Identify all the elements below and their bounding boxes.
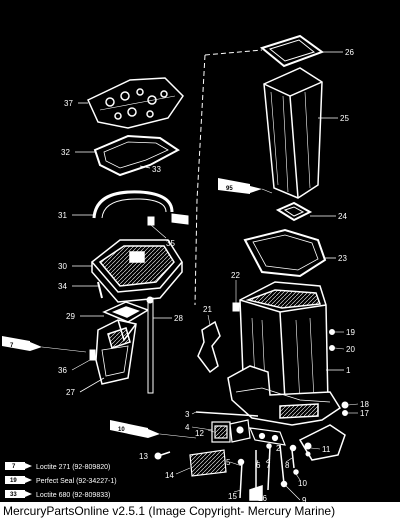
callout-35: 35 [166,239,175,248]
callout-19: 19 [346,328,355,337]
callout-10: 10 [298,479,307,488]
callout-2: 2 [276,444,281,453]
callout-24: 24 [338,212,347,221]
callout-23: 23 [338,254,347,263]
part-exhaust-tube [263,67,323,199]
part-housing-gasket [243,228,327,278]
part-adhesive-tube-7: 7 [2,336,42,351]
part-fitting-22 [232,302,240,312]
part-adhesive-tube-10: 10 [110,420,160,438]
part-rods-lower [237,443,299,501]
callout-27: 27 [66,388,75,397]
callout-14: 14 [165,471,174,480]
legend-code-33: 33 [10,492,17,498]
callout-32: 32 [61,148,70,157]
part-seal-29 [102,301,150,323]
tube-label-10: 10 [118,427,125,433]
callout-31: 31 [58,211,67,220]
adhesive-legend: 7 Loctite 271 (92-809820) 19 Perfect Sea… [5,462,117,499]
part-adapter-gasket [87,77,184,129]
part-driveshaft-housing [227,281,346,461]
part-pickup-tube [146,296,154,394]
legend-text-perfect-seal: Perfect Seal (92-34227-1) [36,478,117,485]
part-plate-14 [189,449,227,477]
part-adhesive-tube-95: 95 [218,178,262,194]
legend-code-7: 7 [12,464,16,470]
part-top-gasket [259,34,325,68]
part-dowel-pin [97,281,103,299]
exploded-parts-diagram: 95 [2,34,369,502]
callout-13: 13 [139,452,148,461]
callout-37: 37 [64,99,73,108]
part-square-gasket [275,201,313,222]
footer-text: MercuryPartsOnline v2.5.1 (Image Copyrig… [3,504,336,518]
callout-3: 3 [185,410,190,419]
callout-17: 17 [360,409,369,418]
callout-26: 26 [345,48,354,57]
callout-22: 22 [231,271,240,280]
callout-12: 12 [195,429,204,438]
legend-text-loctite-680: Loctite 680 (92-809833) [36,492,110,499]
callout-30: 30 [58,262,67,271]
callout-7: 7 [266,461,271,470]
part-adapter-plate [90,239,183,303]
callout-34: 34 [58,282,67,291]
callout-1: 1 [346,366,351,375]
part-screw-13 [154,451,171,460]
callout-20: 20 [346,345,355,354]
part-bracket-21 [197,320,221,374]
part-base-block [95,319,137,385]
callout-11: 11 [322,445,331,454]
legend-code-19: 19 [10,478,17,484]
callout-15: 15 [228,492,237,501]
callout-21: 21 [203,305,212,314]
callout-18: 18 [360,400,369,409]
callout-6: 6 [256,461,261,470]
part-shaft-3 [195,411,259,417]
callout-28: 28 [174,314,183,323]
legend-row-loctite-271: 7 Loctite 271 (92-809820) [5,462,110,471]
callout-16: 16 [258,494,267,502]
legend-row-perfect-seal: 19 Perfect Seal (92-34227-1) [5,476,117,485]
callout-5: 5 [226,458,231,467]
tube-label-7: 7 [10,343,14,349]
tube-label-95: 95 [226,186,233,192]
callout-4: 4 [185,423,190,432]
part-clamp-assembly [211,419,286,446]
part-fastener-11 [304,442,312,457]
callout-labels: 26 37 25 32 33 31 24 35 30 23 34 22 29 2… [58,48,369,502]
part-fasteners-19-20 [329,329,335,351]
part-exhaust-seal [92,190,174,219]
part-screw-35 [147,213,189,226]
part-screw-36 [89,349,96,361]
callout-25: 25 [340,114,349,123]
part-gasket-32 [93,134,180,177]
part-fasteners-17-18 [341,401,349,416]
callout-36: 36 [58,366,67,375]
legend-text-loctite-271: Loctite 271 (92-809820) [36,464,110,471]
lower-leader-lines [191,411,301,501]
callout-8: 8 [285,461,290,470]
legend-row-loctite-680: 33 Loctite 680 (92-809833) [5,490,110,499]
callout-29: 29 [66,312,75,321]
callout-33: 33 [152,165,161,174]
assembly-dashed-outline [194,49,263,306]
callout-9: 9 [302,496,307,502]
copyright-footer: MercuryPartsOnline v2.5.1 (Image Copyrig… [0,502,400,520]
